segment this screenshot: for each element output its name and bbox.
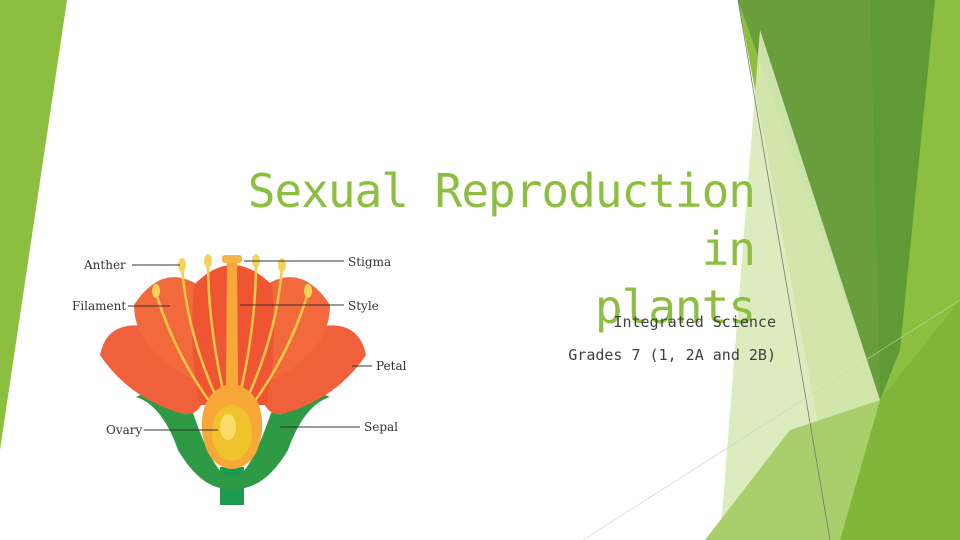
label-stigma: Stigma [348, 255, 391, 269]
slide-title-line2: plants [594, 280, 756, 334]
bottom-light-green-shape [705, 400, 880, 540]
right-light-green-shape [720, 30, 880, 540]
label-filament: Filament [72, 299, 126, 313]
label-style: Style [348, 299, 379, 313]
slide-subtitle-course: Integrated Science [613, 313, 776, 331]
stigma-head [222, 255, 242, 263]
left-green-shape [0, 0, 67, 450]
right-bottom-green-shape [840, 300, 960, 540]
flower-diagram: Anther Filament Ovary Stigma Style Petal… [72, 254, 407, 505]
label-ovary: Ovary [106, 423, 143, 437]
slide-title: Sexual Reproduction in plants [170, 162, 756, 336]
right-darker-green-shape [870, 0, 935, 400]
anther-head [304, 284, 312, 298]
sepal-shape [136, 392, 330, 490]
right-divider-line [737, 0, 831, 540]
label-leaders [128, 260, 372, 431]
bottom-thin-line [582, 299, 960, 540]
anther-head [152, 284, 160, 298]
slide-title-line1: Sexual Reproduction in [247, 164, 756, 276]
label-petal: Petal [376, 359, 407, 373]
anther-head [204, 254, 212, 268]
stamen-anthers [152, 254, 312, 298]
slide-subtitle-grades: Grades 7 (1, 2A and 2B) [568, 346, 776, 364]
label-anther: Anther [83, 258, 126, 272]
label-sepal: Sepal [364, 420, 398, 434]
anther-head [178, 258, 186, 272]
ovule-highlight [220, 414, 236, 440]
